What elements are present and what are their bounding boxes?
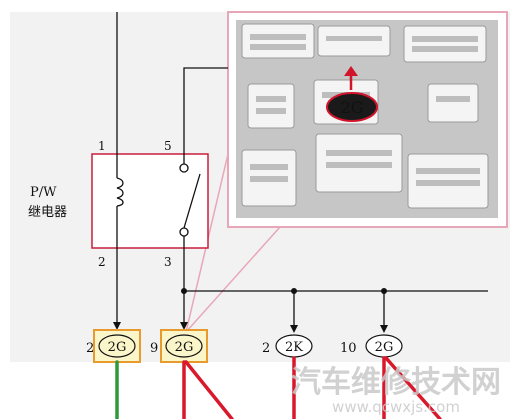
relay-switch-symbol bbox=[179, 163, 201, 237]
colored-wire-stubs bbox=[115, 356, 442, 419]
relay-box bbox=[91, 153, 209, 249]
connector-pin-number: 9 bbox=[150, 341, 158, 356]
wire-arrowheads bbox=[113, 322, 388, 333]
connector-code: 2G bbox=[175, 340, 194, 355]
circuit-wires bbox=[116, 12, 488, 327]
connector-photo-inset: 2G bbox=[227, 11, 508, 228]
watermark-text: 汽车维修技术网 bbox=[291, 365, 501, 400]
site-watermark: 汽车维修技术网 www.qcwxjs.com bbox=[291, 365, 501, 416]
inset-callout-code: 2G bbox=[341, 98, 364, 117]
relay-pin-1: 1 bbox=[98, 139, 106, 153]
relay-label-line1: P/W bbox=[30, 185, 57, 200]
connector-code: 2G bbox=[375, 340, 394, 355]
junction-dots bbox=[181, 288, 387, 294]
connector-pin-number: 2 bbox=[86, 341, 94, 356]
connector-2g-pin-2: 2 2G bbox=[86, 329, 141, 363]
watermark-url: www.qcwxjs.com bbox=[332, 398, 460, 416]
connector-code: 2G bbox=[108, 340, 127, 355]
inset-callout-badge: 2G bbox=[326, 92, 378, 122]
relay-pin-5: 5 bbox=[164, 139, 172, 153]
connector-pin-number: 10 bbox=[340, 341, 357, 356]
relay-coil-symbol bbox=[116, 177, 124, 207]
relay-pin-3: 3 bbox=[164, 255, 172, 269]
relay-label-line2: 继电器 bbox=[28, 205, 67, 220]
connector-pin-number: 2 bbox=[262, 341, 270, 356]
connector-code: 2K bbox=[285, 340, 303, 355]
connector-2g-pin-9: 9 2G bbox=[150, 329, 208, 363]
relay-pin-2: 2 bbox=[98, 255, 106, 269]
connector-2g-pin-10: 10 2G bbox=[340, 334, 403, 358]
